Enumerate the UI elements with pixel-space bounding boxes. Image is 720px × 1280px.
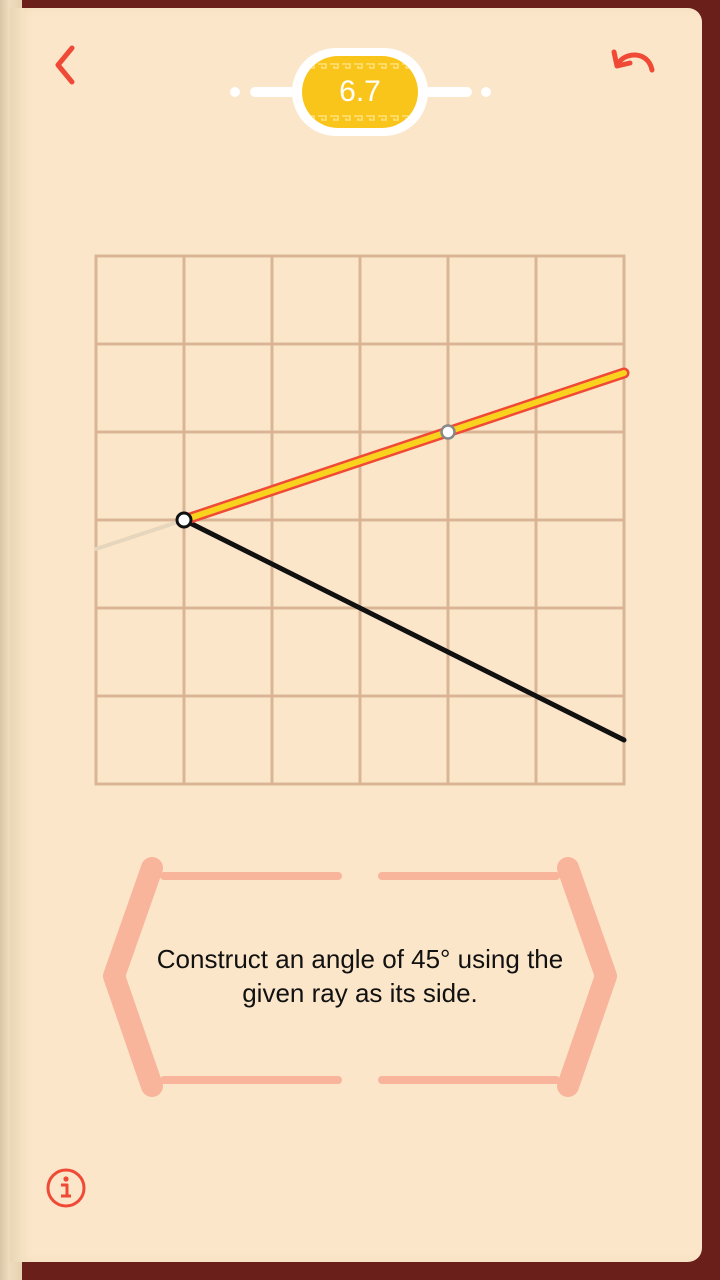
- given-ray[interactable]: [181, 517, 627, 743]
- line-extension: [94, 518, 186, 551]
- level-indicator: 6.7: [226, 46, 496, 138]
- undo-button[interactable]: [608, 44, 660, 88]
- level-dot-right: [481, 87, 491, 97]
- grid: [94, 254, 626, 786]
- task-panel: Construct an angle of 45° using the give…: [100, 854, 620, 1100]
- chevron-left-icon: [55, 45, 75, 85]
- task-frame: [103, 857, 617, 1097]
- level-dot-left: [230, 87, 240, 97]
- level-badge: 6.7: [292, 48, 428, 136]
- page-edge: [10, 8, 24, 1262]
- info-icon: [46, 1168, 86, 1208]
- point-on-line[interactable]: [440, 424, 456, 440]
- greek-key-pattern: [306, 63, 411, 121]
- task-instruction: Construct an angle of 45° using the give…: [156, 944, 564, 1008]
- back-button[interactable]: [46, 40, 86, 90]
- level-number: 6.7: [314, 74, 406, 110]
- level-bar-right: [422, 87, 472, 97]
- construction-line[interactable]: [181, 370, 627, 523]
- level-badge-ornament: 6.7: [302, 56, 418, 128]
- undo-arrow-icon: [611, 49, 655, 73]
- level-bar-left: [250, 87, 300, 97]
- info-button[interactable]: [42, 1164, 90, 1212]
- vertex-point[interactable]: [175, 511, 193, 529]
